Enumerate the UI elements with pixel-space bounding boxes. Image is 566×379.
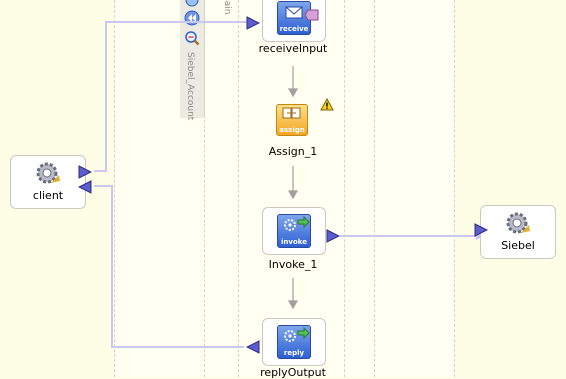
partner-client-label: client	[32, 189, 64, 202]
lane-divider	[204, 0, 205, 377]
lane-divider	[238, 0, 239, 377]
gear-icon	[506, 212, 530, 234]
partner-siebel[interactable]: Siebel	[480, 205, 556, 259]
lane-divider	[114, 0, 115, 377]
reply-gear-icon: reply	[277, 325, 311, 359]
client-inbound-port[interactable]	[78, 180, 92, 194]
invoke-icon-caption: invoke	[281, 238, 307, 246]
invoke-port[interactable]	[326, 229, 340, 243]
wire-client-to-receive	[94, 21, 250, 172]
receive-icon-caption: receive	[279, 25, 309, 33]
partnerlink-toolbar: Siebel_Account	[180, 0, 205, 121]
main-lane-label: main	[222, 0, 232, 15]
partner-client[interactable]: client	[10, 155, 86, 209]
envelope-icon: receive	[277, 1, 311, 35]
receive-port[interactable]	[246, 16, 260, 30]
partnerlink-lane-label: Siebel_Account	[185, 52, 195, 121]
partner-siebel-label: Siebel	[501, 239, 535, 252]
assign-icon-caption: assign	[279, 126, 305, 134]
reply-icon-caption: reply	[283, 349, 305, 357]
wire-reply-to-client	[94, 185, 244, 348]
activity-receive[interactable]: receive	[262, 0, 326, 42]
zoom-in-icon[interactable]	[184, 0, 200, 8]
activity-invoke-label[interactable]: Invoke_1	[268, 258, 318, 271]
lane-divider	[454, 0, 455, 377]
lane-divider	[344, 0, 345, 377]
warning-icon[interactable]	[320, 98, 334, 111]
invoke-gear-icon: invoke	[277, 214, 311, 248]
activity-receive-label[interactable]: receiveInput	[258, 42, 328, 55]
activity-invoke[interactable]: invoke	[262, 207, 326, 255]
lane-divider	[374, 0, 375, 377]
gear-icon	[36, 162, 60, 184]
reply-port[interactable]	[246, 340, 260, 354]
receive-marker-icon	[305, 9, 319, 21]
zoom-out-icon[interactable]	[184, 30, 200, 46]
activity-reply[interactable]: reply	[262, 318, 326, 366]
client-outbound-port[interactable]	[78, 165, 92, 179]
assign-icon[interactable]: assign	[276, 104, 308, 136]
siebel-port[interactable]	[474, 223, 488, 237]
process-lane	[114, 0, 454, 377]
activity-assign-label[interactable]: Assign_1	[268, 145, 318, 158]
activity-reply-label[interactable]: replyOutput	[260, 366, 326, 379]
